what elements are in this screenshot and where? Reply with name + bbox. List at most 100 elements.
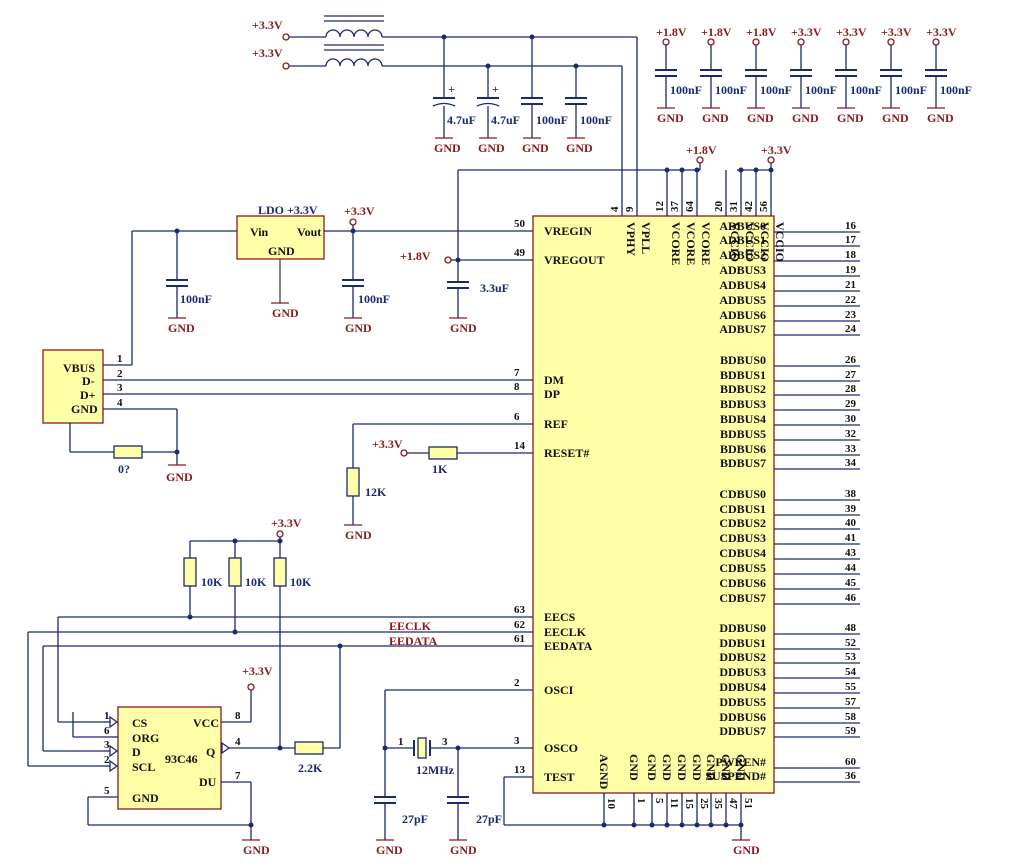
power-label: +3.3V — [271, 516, 302, 530]
net-eeclk: EECLK — [389, 619, 432, 633]
cap-value: 3.3uF — [480, 281, 509, 295]
chip-pin-number: 21 — [845, 279, 856, 291]
svg-text:+: + — [492, 82, 499, 96]
chip-pin-label: ADBUS1 — [719, 233, 766, 247]
chip-pin-label: BDBUS0 — [720, 353, 766, 367]
svg-text:GND: GND — [168, 321, 195, 335]
chip-pin-number: 23 — [845, 309, 857, 321]
ldo-regulator: LDO +3.3V Vin Vout GND GND 100nF GND +3.… — [131, 170, 533, 365]
chip-pin-label: ADBUS2 — [719, 248, 766, 262]
chip-pin-number: 15 — [683, 798, 695, 810]
ldo-title: LDO +3.3V — [258, 203, 318, 217]
chip-pin-number: 40 — [845, 517, 857, 529]
chip-pin-label: DM — [544, 373, 564, 387]
gnd-label: GND — [702, 111, 729, 125]
cap-value: 4.7uF — [447, 113, 476, 127]
svg-text:3: 3 — [117, 382, 123, 394]
power-label: +3.3V — [836, 25, 867, 39]
chip-pin-label: BDBUS4 — [720, 412, 766, 426]
gnd-label: GND — [882, 111, 909, 125]
svg-text:GND: GND — [345, 321, 372, 335]
cap-value: 100nF — [180, 292, 212, 306]
cap-value: 27pF — [476, 812, 502, 826]
power-label: +3.3V — [344, 204, 375, 218]
gnd-symbol: GND — [449, 839, 477, 857]
svg-text:SCL: SCL — [132, 760, 155, 774]
chip-pin-number: 14 — [514, 440, 526, 452]
capacitor: + — [432, 82, 456, 107]
svg-text:GND: GND — [566, 141, 593, 155]
chip-pin-number: 59 — [845, 725, 857, 737]
chip-pin-label: OSCI — [544, 683, 574, 697]
capacitor — [521, 97, 543, 105]
gnd-symbol: GND — [566, 137, 593, 155]
chip-pin-number: 55 — [845, 681, 857, 693]
eeprom-section: +3.3V 10K 10K 10K EECLK EEDATA — [27, 516, 533, 857]
svg-text:93C46: 93C46 — [165, 752, 198, 766]
chip-power-rails: +1.8V +3.3V — [458, 143, 792, 173]
gnd-symbol: GND — [449, 317, 477, 335]
chip-pin-number: 47 — [727, 798, 739, 810]
chip-pin-number: 25 — [698, 798, 710, 810]
svg-text:GND: GND — [376, 843, 403, 857]
chip-pin-label: CDBUS5 — [719, 561, 766, 575]
chip-pin-label: VCCIO — [743, 222, 757, 262]
chip-pin-number: 42 — [743, 201, 755, 213]
svg-text:CS: CS — [132, 716, 148, 730]
cap-value: 100nF — [805, 83, 837, 97]
cap-value: 100nF — [940, 83, 972, 97]
chip-pin-label: CDBUS7 — [719, 591, 766, 605]
chip-pin-number: 56 — [758, 201, 770, 213]
chip-pin-label: DDBUS2 — [719, 650, 766, 664]
chip-pin-label: DDBUS1 — [719, 636, 766, 650]
chip-pin-label: GND — [704, 754, 718, 781]
resistor — [273, 557, 287, 587]
resistor — [113, 445, 143, 459]
svg-text:Q: Q — [206, 745, 215, 759]
chip-pin-label: VCORE — [669, 222, 683, 265]
resistor — [428, 446, 458, 460]
svg-text:D: D — [132, 745, 141, 759]
chip-pins: VREGIN50VREGOUT49DM7DP8REF6RESET#14EECS6… — [514, 170, 860, 828]
svg-text:7: 7 — [235, 770, 241, 782]
chip-pin-label: BDBUS1 — [720, 368, 766, 382]
svg-text:GND: GND — [733, 843, 760, 857]
crystal — [417, 737, 427, 759]
chip-pin-number: 27 — [845, 369, 857, 381]
res-value: 0? — [118, 462, 130, 476]
svg-text:DU: DU — [199, 775, 217, 789]
chip-pin-number: 64 — [684, 201, 696, 213]
svg-text:3: 3 — [104, 739, 110, 751]
chip-pin-label: CDBUS6 — [719, 576, 766, 590]
svg-text:6: 6 — [104, 725, 110, 737]
svg-text:GND: GND — [434, 141, 461, 155]
power-label: +1.8V — [400, 249, 431, 263]
svg-text:1: 1 — [398, 736, 404, 748]
gnd-symbol: GND — [344, 524, 372, 542]
power-label: +3.3V — [881, 25, 912, 39]
gnd-symbol: GND — [522, 137, 549, 155]
chip-pin-number: 34 — [845, 457, 857, 469]
chip-pin-number: 51 — [742, 798, 754, 809]
chip-pin-number: 53 — [845, 651, 857, 663]
chip-pin-label: VCORE — [699, 222, 713, 265]
gnd-label: GND — [657, 111, 684, 125]
svg-text:VCC: VCC — [193, 716, 219, 730]
cap-value: 4.7uF — [491, 113, 520, 127]
svg-text:GND: GND — [272, 306, 299, 320]
res-value: 2.2K — [298, 761, 323, 775]
chip-pin-label: CDBUS4 — [719, 546, 766, 560]
chip-pin-number: 50 — [514, 218, 526, 230]
chip-pin-label: DDBUS6 — [719, 710, 766, 724]
chip-pin-number: 30 — [845, 413, 857, 425]
net-eedata: EEDATA — [389, 634, 438, 648]
chip-pin-number: 46 — [845, 592, 857, 604]
chip-pin-label: DDBUS0 — [719, 621, 766, 635]
gnd-label: GND — [927, 111, 954, 125]
chip-pin-number: 63 — [514, 604, 526, 616]
chip-pin-label: AGND — [597, 754, 611, 790]
chip-pin-label: GND — [734, 754, 748, 781]
